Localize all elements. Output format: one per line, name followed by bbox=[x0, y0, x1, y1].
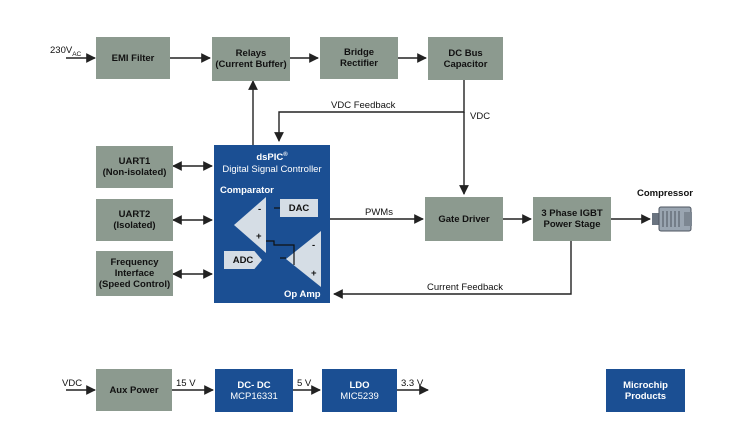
comparator-plus: + bbox=[256, 231, 262, 242]
comparator-symbol bbox=[234, 197, 266, 253]
comparator-minus: - bbox=[258, 204, 262, 215]
opamp-symbol bbox=[286, 231, 321, 287]
controller-subtitle: Digital Signal Controller bbox=[222, 164, 322, 175]
uart2-block: UART2(Isolated) bbox=[96, 199, 173, 241]
wire-vdc-feedback bbox=[274, 80, 465, 142]
label-15v: 15 V bbox=[176, 378, 196, 389]
label-current-feedback: Current Feedback bbox=[427, 282, 504, 293]
adc-block: ADC bbox=[224, 251, 262, 269]
uart1-block: UART1(Non-isolated) bbox=[96, 146, 173, 188]
label-230vac: 230VAC bbox=[50, 45, 82, 58]
opamp-label: Op Amp bbox=[284, 289, 321, 300]
opamp-minus: - bbox=[312, 240, 316, 251]
compressor-motor-icon bbox=[652, 206, 692, 232]
label-5v: 5 V bbox=[297, 378, 312, 389]
label-vdc-feedback: VDC Feedback bbox=[331, 100, 396, 111]
label-vdc-in: VDC bbox=[62, 378, 83, 389]
comparator-label: Comparator bbox=[220, 185, 274, 196]
wire-current-feedback bbox=[333, 241, 572, 299]
label-compressor: Compressor bbox=[637, 188, 693, 199]
controller-title: dsPIC® bbox=[256, 152, 288, 164]
label-vdc: VDC bbox=[470, 111, 491, 122]
opamp-plus: + bbox=[311, 268, 317, 279]
dspic-controller-block: dsPIC® Digital Signal Controller Compara… bbox=[214, 145, 330, 303]
controller-internals bbox=[234, 197, 321, 287]
aux-power-block: Aux Power bbox=[96, 369, 172, 411]
label-3v3: 3.3 V bbox=[401, 378, 424, 389]
relays-block: Relays(Current Buffer) bbox=[212, 37, 290, 81]
label-pwms: PWMs bbox=[365, 207, 393, 218]
gate-driver-block: Gate Driver bbox=[425, 197, 503, 241]
emi-filter-block: EMI Filter bbox=[96, 37, 170, 79]
dac-block: DAC bbox=[280, 199, 318, 217]
